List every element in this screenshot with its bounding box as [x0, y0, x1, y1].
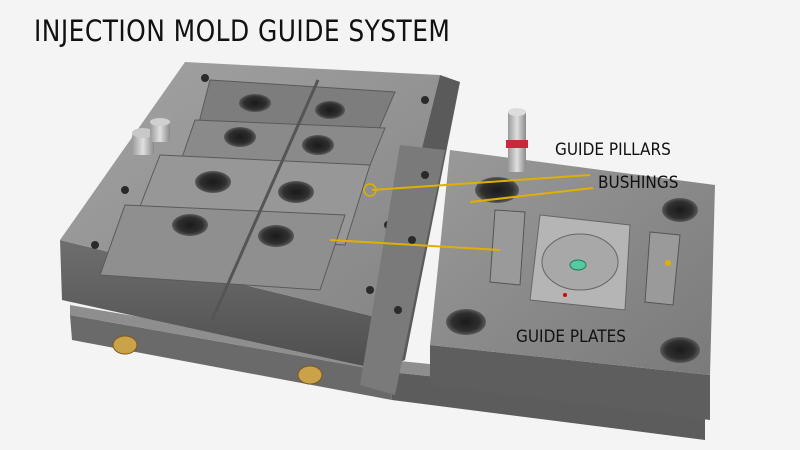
- brass-screws: [112, 335, 323, 385]
- leader-lines: [329, 174, 594, 251]
- right-mold-half: [430, 150, 715, 420]
- label-bushings: BUSHINGS: [598, 173, 679, 193]
- guide-pillar: [506, 108, 528, 172]
- left-guide-studs: [132, 118, 170, 155]
- label-guide-pillars: GUIDE PILLARS: [555, 140, 671, 160]
- label-guide-plates: GUIDE PLATES: [516, 327, 626, 347]
- center-rail: [360, 145, 445, 395]
- page-title: INJECTION MOLD GUIDE SYSTEM: [34, 14, 451, 48]
